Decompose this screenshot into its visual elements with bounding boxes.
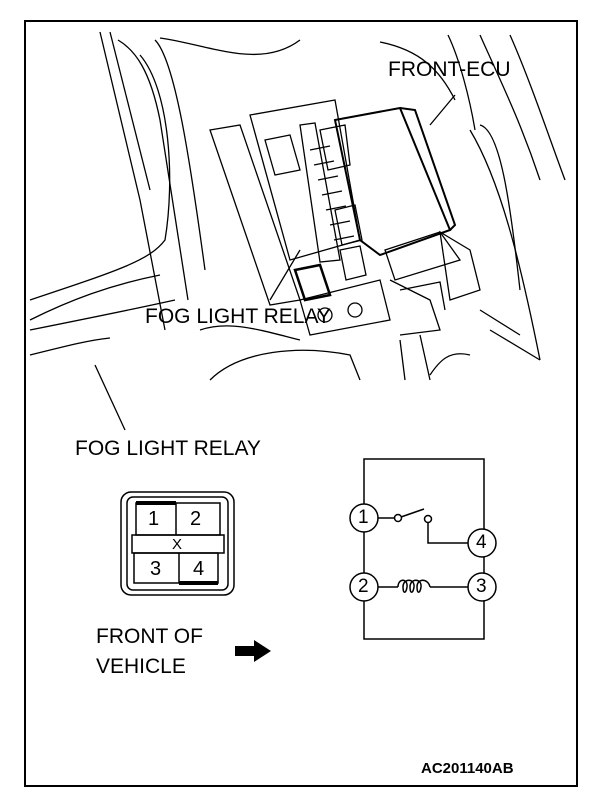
front-of-vehicle-line1: FRONT OF xyxy=(96,625,203,648)
schematic-terminal-1: 1 xyxy=(358,507,369,528)
hood-edge xyxy=(29,54,176,431)
relay-connector-face xyxy=(120,491,235,596)
fog-light-relay-callout: FOG LIGHT RELAY xyxy=(145,305,331,328)
coil xyxy=(378,579,468,593)
front-ecu-label: FRONT-ECU xyxy=(388,58,511,81)
connector-pin-2: 2 xyxy=(190,508,202,530)
fuse-box xyxy=(209,99,391,336)
leader-lines xyxy=(269,94,456,301)
figure-code: AC201140AB xyxy=(421,760,514,777)
switch-contact xyxy=(378,508,470,544)
front-of-vehicle-line2: VEHICLE xyxy=(96,655,186,678)
front-ecu-box xyxy=(333,106,481,301)
schematic-terminal-2: 2 xyxy=(358,576,369,597)
connector-center-mark: X xyxy=(172,536,183,553)
figure-frame xyxy=(24,20,578,787)
fender-lines xyxy=(99,31,566,361)
connector-title: FOG LIGHT RELAY xyxy=(75,437,261,460)
connector-pin-3: 3 xyxy=(150,558,162,580)
fog-light-relay-part xyxy=(293,263,332,302)
connector-pin-1: 1 xyxy=(148,508,160,530)
lower-harness xyxy=(199,279,541,381)
connector-pin-4: 4 xyxy=(193,558,205,580)
arrow-right-icon xyxy=(235,640,271,662)
schematic-terminal-3: 3 xyxy=(476,576,487,597)
schematic-terminal-4: 4 xyxy=(476,532,487,553)
relay-schematic xyxy=(349,458,497,640)
